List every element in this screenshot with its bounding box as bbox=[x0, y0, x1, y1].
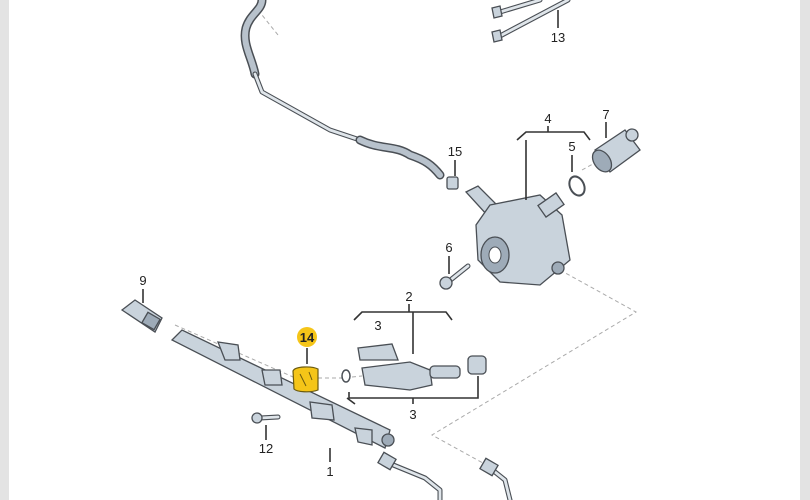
part-4-high-pressure-pump bbox=[464, 185, 571, 286]
part-1-fuel-rail bbox=[170, 329, 395, 449]
part-5-o-ring bbox=[568, 175, 586, 197]
fuel-supply-hose bbox=[240, 0, 445, 180]
callout-5[interactable]: 5 bbox=[568, 139, 575, 154]
callout-6[interactable]: 6 bbox=[445, 240, 452, 255]
callout-3-bottom[interactable]: 3 bbox=[409, 407, 416, 422]
callout-4[interactable]: 4 bbox=[544, 111, 551, 126]
part-6-bolt bbox=[439, 263, 471, 290]
callout-12[interactable]: 12 bbox=[259, 441, 273, 456]
part-12-bolt bbox=[251, 412, 281, 424]
callout-3-top[interactable]: 3 bbox=[374, 318, 381, 333]
callout-1[interactable]: 1 bbox=[326, 464, 333, 479]
part-14-support-ring bbox=[292, 366, 319, 393]
callout-9[interactable]: 9 bbox=[139, 273, 146, 288]
exploded-view: 13 4 7 5 15 6 9 2 3 14 3 12 1 bbox=[120, 0, 641, 500]
callout-13[interactable]: 13 bbox=[551, 30, 565, 45]
parts-diagram: 13 4 7 5 15 6 9 2 3 14 3 12 1 bbox=[9, 0, 800, 500]
callout-14-highlight bbox=[297, 327, 317, 347]
part-13-lines bbox=[491, 0, 571, 43]
callout-15[interactable]: 15 bbox=[448, 144, 462, 159]
part-2-injector bbox=[341, 343, 487, 391]
callout-14[interactable]: 14 bbox=[300, 330, 315, 345]
part-7-tappet bbox=[591, 128, 641, 173]
part-15-sleeve bbox=[446, 176, 459, 190]
part-9-pressure-sensor bbox=[120, 299, 163, 333]
high-pressure-lines bbox=[377, 451, 513, 500]
callout-7[interactable]: 7 bbox=[602, 107, 609, 122]
callout-2[interactable]: 2 bbox=[405, 289, 412, 304]
